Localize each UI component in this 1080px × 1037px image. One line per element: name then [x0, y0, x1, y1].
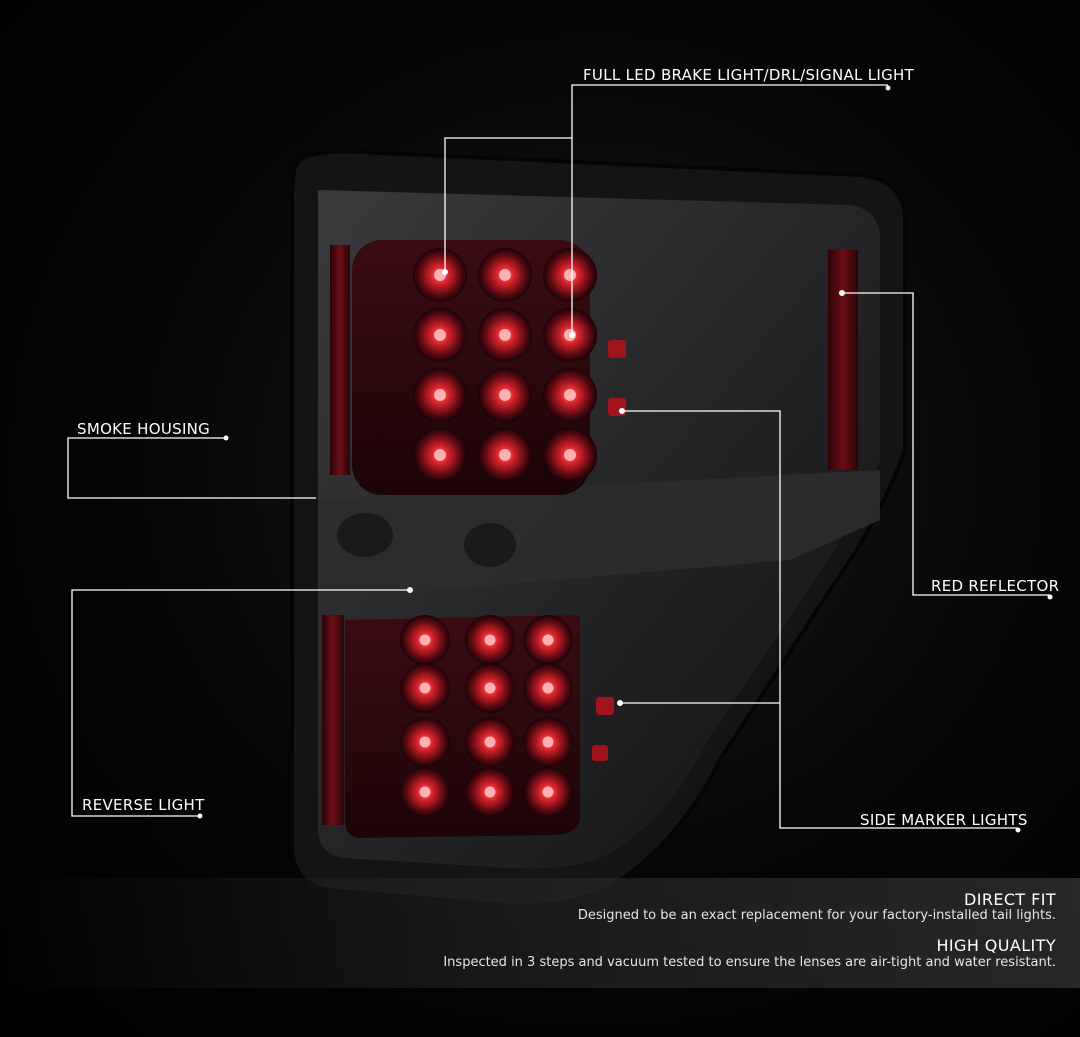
reverse-pod-right — [464, 523, 516, 567]
led-core — [434, 329, 446, 341]
left-reflector-lower — [322, 615, 344, 825]
led-core — [542, 682, 554, 694]
led-core — [419, 634, 431, 646]
feature-title-direct-fit: DIRECT FIT — [964, 890, 1056, 909]
led-array — [400, 248, 597, 817]
led-core — [484, 634, 496, 646]
led-core — [434, 449, 446, 461]
led-core — [434, 389, 446, 401]
led-core — [542, 736, 554, 748]
led-core — [542, 634, 554, 646]
led-core — [484, 736, 496, 748]
side-marker-4 — [592, 745, 608, 761]
led-core — [419, 736, 431, 748]
callout-brake-light: FULL LED BRAKE LIGHT/DRL/SIGNAL LIGHT — [583, 66, 915, 84]
left-reflector-upper — [330, 245, 350, 475]
feature-desc-direct-fit: Designed to be an exact replacement for … — [577, 908, 1056, 923]
side-marker-1 — [608, 340, 626, 358]
led-core — [499, 389, 511, 401]
led-core — [564, 449, 576, 461]
callout-lines — [67, 84, 1050, 829]
led-core — [499, 329, 511, 341]
led-core — [499, 269, 511, 281]
callout-smoke-housing: SMOKE HOUSING — [77, 420, 211, 438]
smoke-housing-band — [318, 470, 880, 600]
callout-reverse-light: REVERSE LIGHT — [82, 796, 205, 814]
led-core — [419, 786, 431, 798]
side-marker-3 — [596, 697, 614, 715]
callout-side-marker-lights: SIDE MARKER LIGHTS — [860, 811, 1028, 829]
callout-dots — [197, 85, 1053, 833]
feature-desc-high-quality: Inspected in 3 steps and vacuum tested t… — [443, 955, 1056, 970]
features-panel: DIRECT FIT Designed to be an exact repla… — [0, 878, 1080, 988]
callout-red-reflector: RED REFLECTOR — [931, 577, 1060, 595]
right-red-reflector — [828, 250, 858, 470]
led-core — [499, 449, 511, 461]
led-core — [484, 682, 496, 694]
reverse-pod-left — [337, 513, 393, 557]
led-core — [564, 389, 576, 401]
led-core — [419, 682, 431, 694]
upper-led-lens — [352, 240, 590, 495]
led-core — [542, 786, 554, 798]
led-core — [484, 786, 496, 798]
led-core — [564, 269, 576, 281]
feature-title-high-quality: HIGH QUALITY — [936, 936, 1056, 955]
